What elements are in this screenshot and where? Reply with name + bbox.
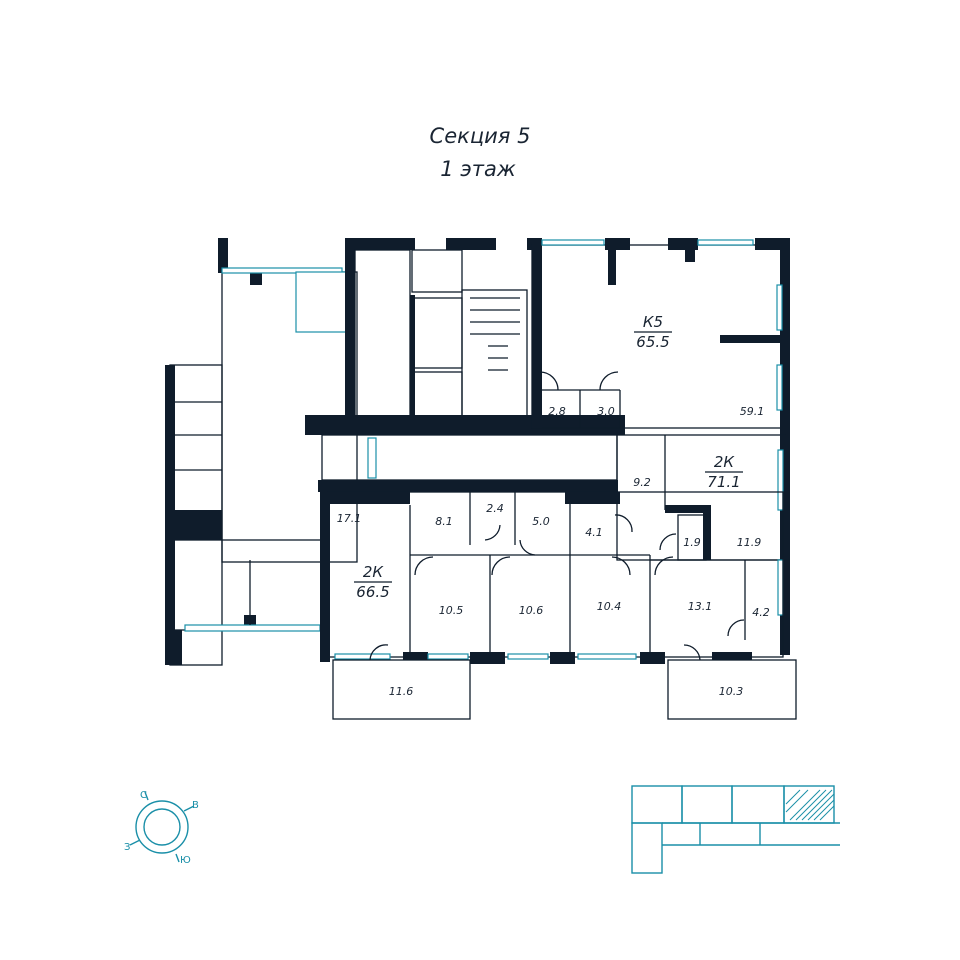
room-area-label: 1.9 xyxy=(683,536,701,549)
room-area-label: 2.4 xyxy=(486,502,504,515)
room-area-label: 3.0 xyxy=(597,405,615,418)
room-area-label: 10.6 xyxy=(519,604,544,617)
key-plan-icon xyxy=(631,785,840,874)
room-area-label: 10.5 xyxy=(439,604,464,617)
room-area-label: 8.1 xyxy=(435,515,453,528)
room-area-label: 17.1 xyxy=(337,512,362,525)
apt-2k-left-code: 2К xyxy=(363,563,385,581)
upper-center xyxy=(305,238,625,435)
room-area-label: 11.6 xyxy=(389,685,414,698)
room-area-label: 5.0 xyxy=(532,515,550,528)
room-area-label: 4.1 xyxy=(585,526,603,539)
apt-2k-right-area: 71.1 xyxy=(707,473,740,491)
floor-title: 1 этаж xyxy=(440,157,516,181)
apt-2k-right-code: 2К xyxy=(714,453,736,471)
room-area-label: 59.1 xyxy=(740,405,765,418)
room-area-label: 10.3 xyxy=(719,685,744,698)
apt-k5-area: 65.5 xyxy=(636,333,669,351)
apartment-2k-right xyxy=(616,434,790,655)
room-area-label: 11.9 xyxy=(737,536,762,549)
compass-east: В xyxy=(192,800,199,811)
apt-2k-left-area: 66.5 xyxy=(356,583,389,601)
bottom-rooms xyxy=(320,491,784,664)
section-title: Секция 5 xyxy=(429,124,531,148)
room-area-label: 2.8 xyxy=(548,405,566,418)
apt-k5-code: К5 xyxy=(643,313,663,331)
room-area-label: 9.2 xyxy=(633,476,651,489)
balcony-right xyxy=(667,659,797,720)
compass-south: Ю xyxy=(180,855,191,866)
room-area-label: 13.1 xyxy=(688,600,713,613)
compass-west: З xyxy=(124,842,130,853)
room-area-label: 4.2 xyxy=(752,606,770,619)
compass-north: С xyxy=(140,790,147,801)
apartment-k5 xyxy=(531,238,790,438)
room-area-label: 10.4 xyxy=(597,600,622,613)
compass-icon xyxy=(129,791,195,863)
corridor xyxy=(318,434,618,492)
balcony-left xyxy=(332,659,471,720)
left-wing xyxy=(165,238,358,666)
